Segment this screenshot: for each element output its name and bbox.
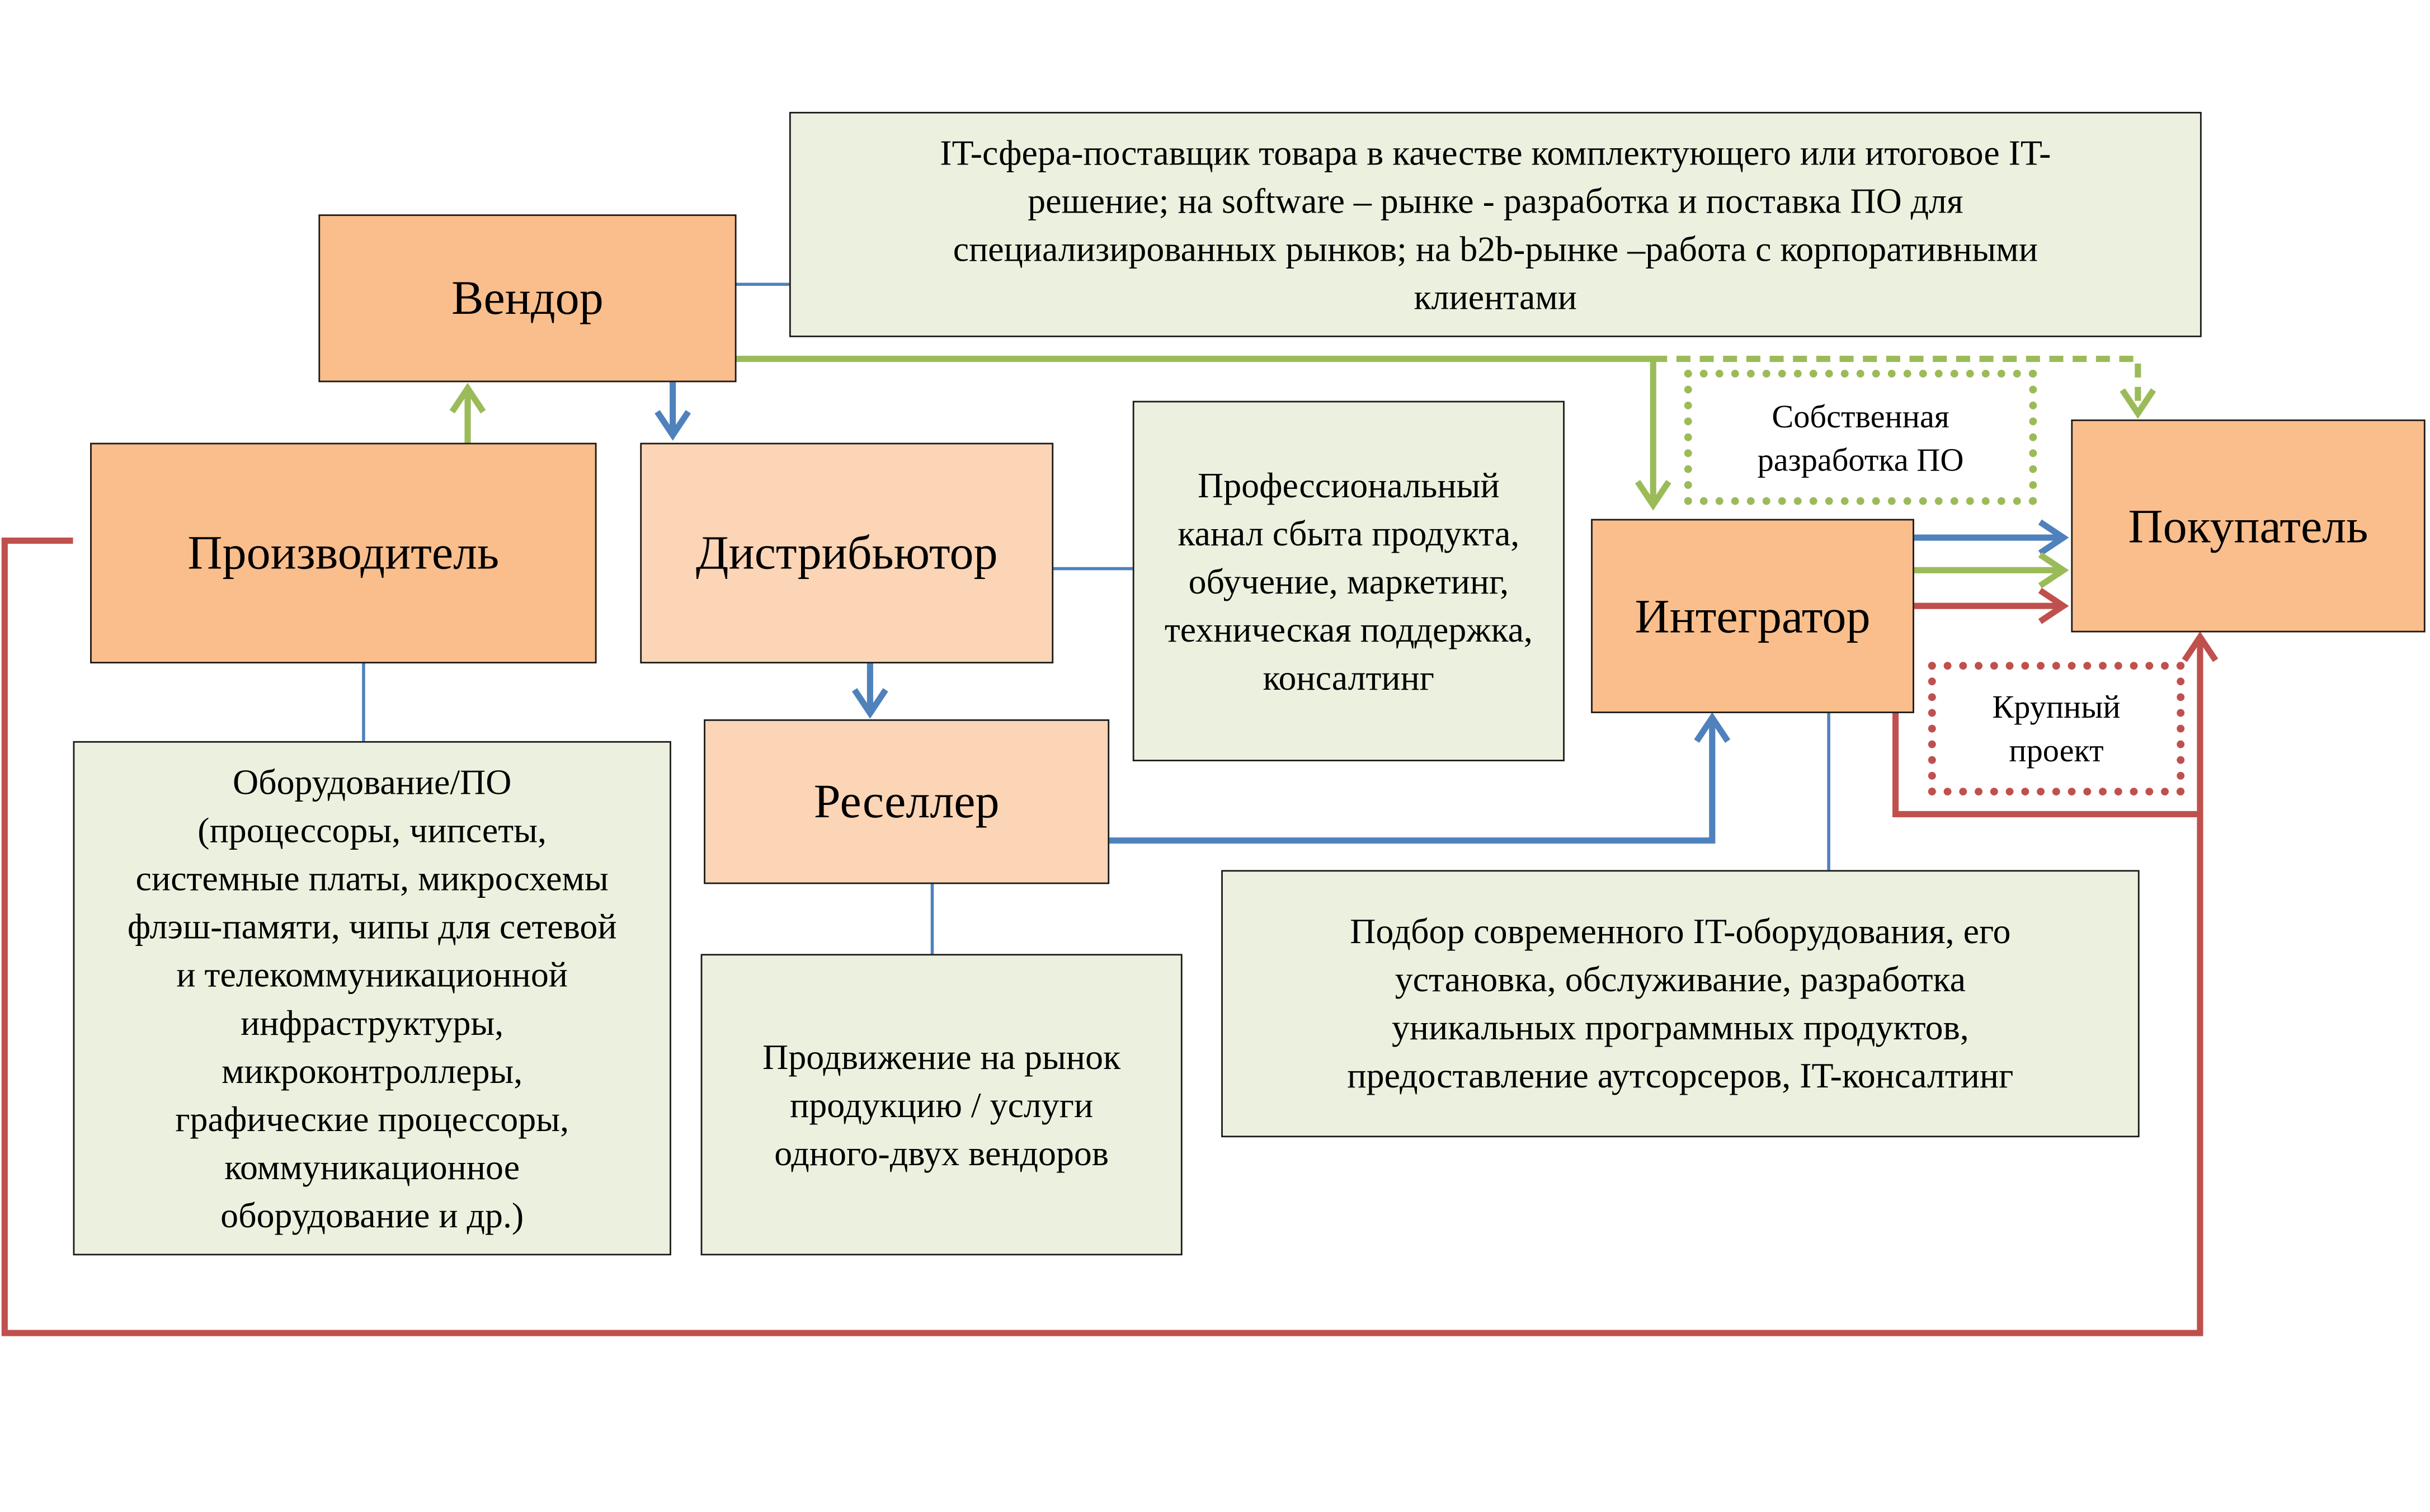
- large-project-note: Крупный проект: [1928, 662, 2185, 796]
- reseller-label: Реселлер: [813, 774, 1000, 828]
- buyer-box: Покупатель: [2071, 419, 2426, 633]
- distributor-description-text: Профессиональный канал сбыта продукта, о…: [1164, 465, 1533, 697]
- distributor-label: Дистрибьютор: [695, 525, 998, 580]
- arrow-integrator-to-buyer-green-head: [2038, 552, 2069, 588]
- arrow-reseller-to-integrator: [1108, 718, 1716, 844]
- distributor-box: Дистрибьютор: [640, 442, 1054, 663]
- arrow-producer-to-buyer-loop: [1, 538, 2203, 1336]
- integrator-label: Интегратор: [1635, 588, 1871, 643]
- integrator-description-text: Подбор современного IT-оборудования, его…: [1347, 912, 2014, 1096]
- producer-box: Производитель: [90, 442, 597, 663]
- vendor-description: IT-сфера-поставщик товара в качестве ком…: [789, 111, 2202, 337]
- arrow-integrator-to-buyer-blue-head: [2038, 519, 2069, 556]
- arrow-reseller-to-integrator-head: [1694, 712, 1731, 743]
- distributor-description: Профессиональный канал сбыта продукта, о…: [1132, 401, 1565, 761]
- vendor-description-text: IT-сфера-поставщик товара в качестве ком…: [940, 133, 2051, 317]
- integrator-description: Подбор современного IT-оборудования, его…: [1221, 870, 2140, 1138]
- integrator-box: Интегратор: [1591, 519, 1914, 713]
- vendor-box: Вендор: [318, 214, 737, 383]
- reseller-description: Продвижение на рынок продукцию / услуги …: [700, 954, 1183, 1256]
- arrow-distributor-to-reseller-head: [851, 688, 888, 719]
- own-software-note: Собственная разработка ПО: [1684, 370, 2037, 505]
- producer-description: Оборудование/ПО (процессоры, чипсеты, си…: [73, 741, 671, 1256]
- own-software-text: Собственная разработка ПО: [1757, 397, 1964, 478]
- reseller-box: Реселлер: [704, 719, 1110, 884]
- arrow-integrator-large-project: [1892, 712, 2200, 817]
- producer-description-text: Оборудование/ПО (процессоры, чипсеты, си…: [127, 762, 617, 1235]
- arrow-vendor-to-distributor-head: [654, 409, 691, 441]
- large-project-text: Крупный проект: [1992, 688, 2121, 769]
- arrow-producer-to-vendor-head: [449, 383, 486, 414]
- producer-label: Производитель: [187, 525, 500, 580]
- arrow-vendor-to-integrator-head: [1635, 479, 1671, 511]
- vendor-label: Вендор: [451, 270, 604, 325]
- arrow-vendor-to-buyer-dashed: [1653, 356, 2141, 413]
- arrow-producer-to-buyer-head: [2182, 631, 2219, 662]
- reseller-description-text: Продвижение на рынок продукцию / услуги …: [762, 1037, 1121, 1172]
- arrow-integrator-to-buyer-red-head: [2038, 587, 2069, 624]
- arrow-vendor-to-buyer-head: [2120, 388, 2156, 419]
- buyer-label: Покупатель: [2128, 498, 2368, 553]
